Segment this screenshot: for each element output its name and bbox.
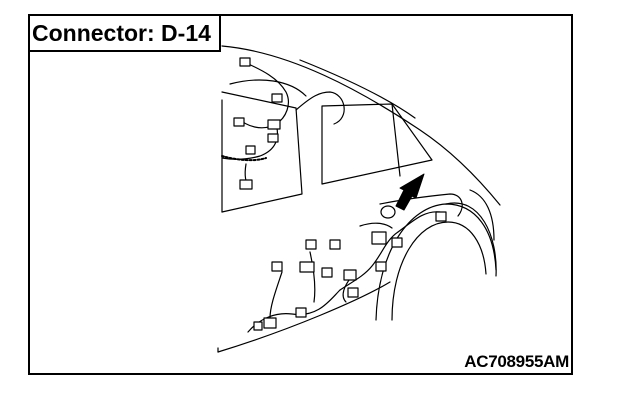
upper-wiring-harness <box>222 58 344 189</box>
figure-code: AC708955AM <box>463 352 570 372</box>
rear-bumper <box>470 190 494 240</box>
lower-wiring-harness <box>248 194 462 332</box>
pointer-arrow-icon <box>396 174 424 210</box>
quarter-window <box>322 104 432 184</box>
connector-title: Connector: D-14 <box>30 16 221 52</box>
connector-d14 <box>381 206 395 218</box>
door-panel <box>222 80 306 212</box>
roof-outline <box>222 46 500 205</box>
body-side <box>218 282 390 352</box>
